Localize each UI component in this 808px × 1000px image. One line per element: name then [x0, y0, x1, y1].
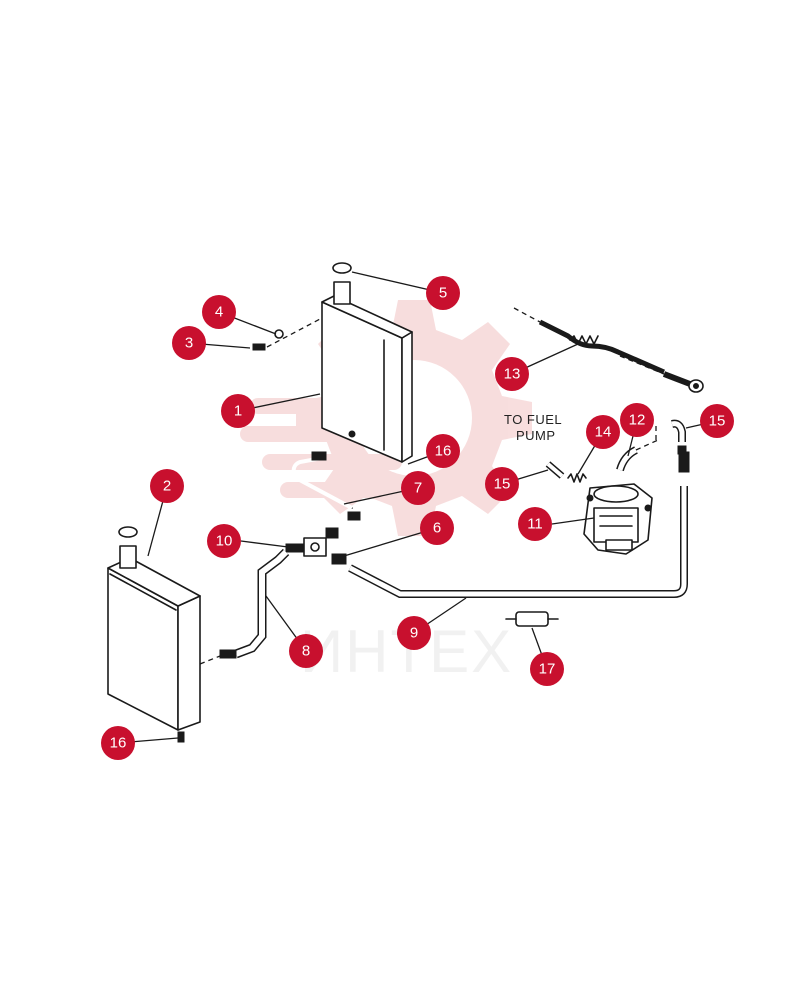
svg-text:14: 14	[595, 424, 612, 441]
callouts: 1 2 3 4 5 6 7 8 9 10 11 12 13 14 15 15 1…	[101, 276, 734, 760]
callout-9: 9	[397, 616, 431, 650]
fittings-upper-right	[545, 419, 687, 483]
svg-text:10: 10	[216, 533, 233, 550]
inline-filter-17	[505, 611, 559, 627]
callout-4: 4	[202, 295, 236, 329]
svg-text:12: 12	[629, 412, 646, 429]
svg-text:8: 8	[302, 643, 310, 660]
svg-text:9: 9	[410, 625, 418, 642]
svg-text:13: 13	[504, 366, 521, 383]
tee-fitting-10	[285, 527, 339, 557]
svg-text:15: 15	[494, 476, 511, 493]
to-fuel-pump-note: TO FUEL PUMP	[504, 412, 562, 443]
callout-3: 3	[172, 326, 206, 360]
callout-15b: 15	[700, 404, 734, 438]
callout-8: 8	[289, 634, 323, 668]
fuel-line-9	[331, 451, 690, 598]
callout-1: 1	[221, 394, 255, 428]
callout-7: 7	[401, 471, 435, 505]
svg-text:6: 6	[433, 520, 441, 537]
callout-11: 11	[518, 507, 552, 541]
note-line-2: PUMP	[516, 428, 556, 443]
svg-text:3: 3	[185, 335, 193, 352]
callout-10: 10	[207, 524, 241, 558]
callout-2: 2	[150, 469, 184, 503]
svg-text:4: 4	[215, 304, 223, 321]
callout-14: 14	[586, 415, 620, 449]
fuel-tank-1	[252, 262, 413, 463]
svg-text:17: 17	[539, 661, 556, 678]
hose-7	[291, 451, 361, 521]
callout-16a: 16	[426, 434, 460, 468]
note-line-1: TO FUEL	[504, 412, 562, 427]
callout-12: 12	[620, 403, 654, 437]
callout-15a: 15	[485, 467, 519, 501]
fuel-pump-11	[583, 483, 653, 555]
callout-13: 13	[495, 357, 529, 391]
svg-text:5: 5	[439, 285, 447, 302]
svg-text:2: 2	[163, 478, 171, 495]
svg-text:7: 7	[414, 480, 422, 497]
callout-5: 5	[426, 276, 460, 310]
callout-16b: 16	[101, 726, 135, 760]
svg-text:16: 16	[110, 735, 127, 752]
fuel-tank-2	[107, 526, 201, 743]
callout-6: 6	[420, 511, 454, 545]
svg-text:1: 1	[234, 403, 242, 420]
svg-text:16: 16	[435, 443, 452, 460]
callout-17: 17	[530, 652, 564, 686]
hose-8	[199, 548, 290, 665]
cable-13	[513, 307, 704, 393]
svg-text:15: 15	[709, 413, 726, 430]
svg-text:11: 11	[527, 516, 543, 533]
